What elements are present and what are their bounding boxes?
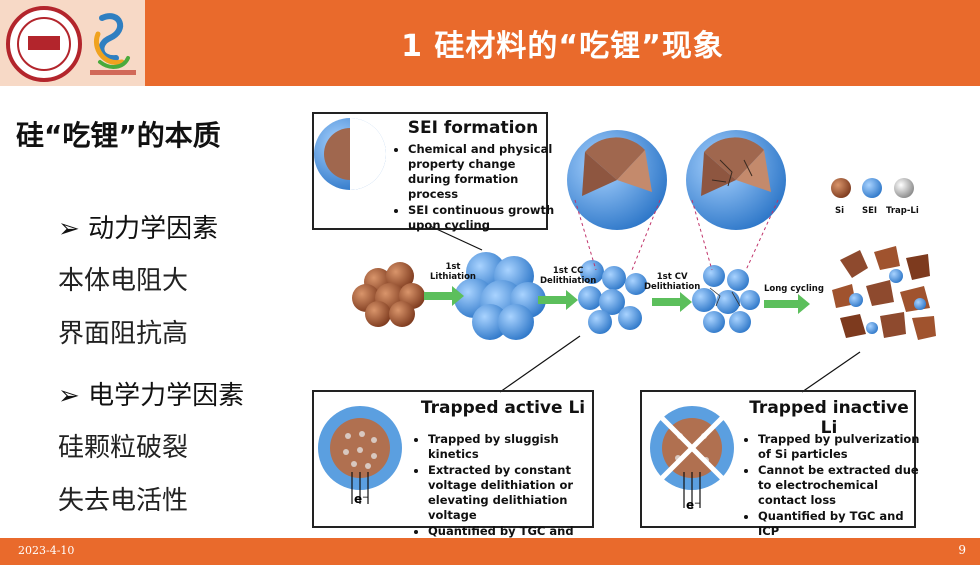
cc-delithiated-cluster (578, 260, 647, 334)
footer-date: 2023-4-10 (18, 544, 75, 557)
university-logo (6, 6, 136, 82)
trapped-active-title: Trapped active Li (420, 398, 586, 418)
sei-formation-list: Chemical and physical property change du… (394, 142, 558, 234)
electro-bullet: ➢ 电学力学因素 (58, 375, 244, 412)
sei-formation-title: SEI formation (407, 118, 539, 138)
step-label-cc: 1st CC Delithiation (540, 266, 597, 286)
list-item: Cannot be extracted due to electrochemic… (758, 463, 928, 508)
arrow-bullet-icon: ➢ (58, 214, 80, 244)
electro-item: 硅颗粒破裂 (58, 433, 189, 463)
process-arrows (424, 286, 810, 314)
logo-area (0, 0, 145, 86)
kinetics-bullet: ➢ 动力学因素 (58, 208, 218, 245)
arrow-bullet-icon: ➢ (58, 381, 80, 411)
header-bar (0, 0, 980, 86)
pulverized-particles (832, 246, 936, 340)
page-number: 9 (958, 543, 966, 557)
trapped-active-list: Trapped by sluggish kinetics Extracted b… (414, 432, 604, 555)
kinetics-item: 本体电阻大 (58, 266, 189, 296)
electro-heading: 电学力学因素 (88, 381, 245, 411)
sei-formation-box: SEI formation Chemical and physical prop… (312, 112, 554, 232)
trapped-active-box: Trapped active Li Trapped by sluggish ki… (312, 390, 594, 553)
cv-delithiated-cluster (692, 265, 760, 333)
inactive-pointer-arrow (801, 351, 861, 393)
trapped-inactive-list: Trapped by pulverization of Si particles… (744, 432, 928, 540)
list-item: Chemical and physical property change du… (408, 142, 558, 202)
electron-label: e⁻ (686, 498, 701, 512)
electro-item: 失去电活性 (58, 486, 189, 516)
step-label-cv: 1st CV Delithiation (644, 272, 701, 292)
sei-legend-icon (862, 178, 882, 198)
si-legend-icon (831, 178, 851, 198)
zoomed-particle-cc (567, 130, 667, 230)
trap-li-legend-icon (894, 178, 914, 198)
lithiated-cluster (454, 252, 546, 340)
list-item: Trapped by sluggish kinetics (428, 432, 604, 462)
active-pointer-arrow (499, 335, 581, 393)
sei-shell-icon (314, 118, 386, 190)
si-particle-cluster (352, 262, 425, 327)
list-item: Extracted by constant voltage delithiati… (428, 463, 604, 523)
electron-label: e⁻ (354, 492, 369, 506)
sei-pointer-arrow (429, 225, 483, 251)
list-item: SEI continuous growth upon cycling (408, 203, 558, 233)
legend-trap-li: Trap-Li (886, 206, 919, 216)
legend-sei: SEI (862, 206, 878, 216)
kinetics-item: 界面阻抗高 (58, 319, 189, 349)
mechanism-figure (314, 118, 936, 508)
trapped-inactive-title: Trapped inactive Li (749, 398, 909, 438)
trapped-inactive-particle (650, 406, 734, 508)
list-item: Quantified by TGC and ICP (758, 509, 928, 539)
trapped-active-particle (318, 406, 402, 504)
step-label-lithiation: 1st Lithiation (430, 262, 476, 282)
kinetics-heading: 动力学因素 (88, 214, 219, 244)
legend-si: Si (835, 206, 845, 216)
list-item: Trapped by pulverization of Si particles (758, 432, 928, 462)
footer-bar (0, 538, 980, 565)
slide-title: 1 硅材料的“吃锂”现象 (401, 29, 724, 64)
trapped-inactive-box: Trapped inactive Li Trapped by pulveriza… (640, 390, 920, 538)
section-heading: 硅“吃锂”的本质 (16, 119, 221, 152)
zoomed-particle-cv (686, 130, 786, 230)
step-label-long-cycling: Long cycling (764, 284, 824, 294)
